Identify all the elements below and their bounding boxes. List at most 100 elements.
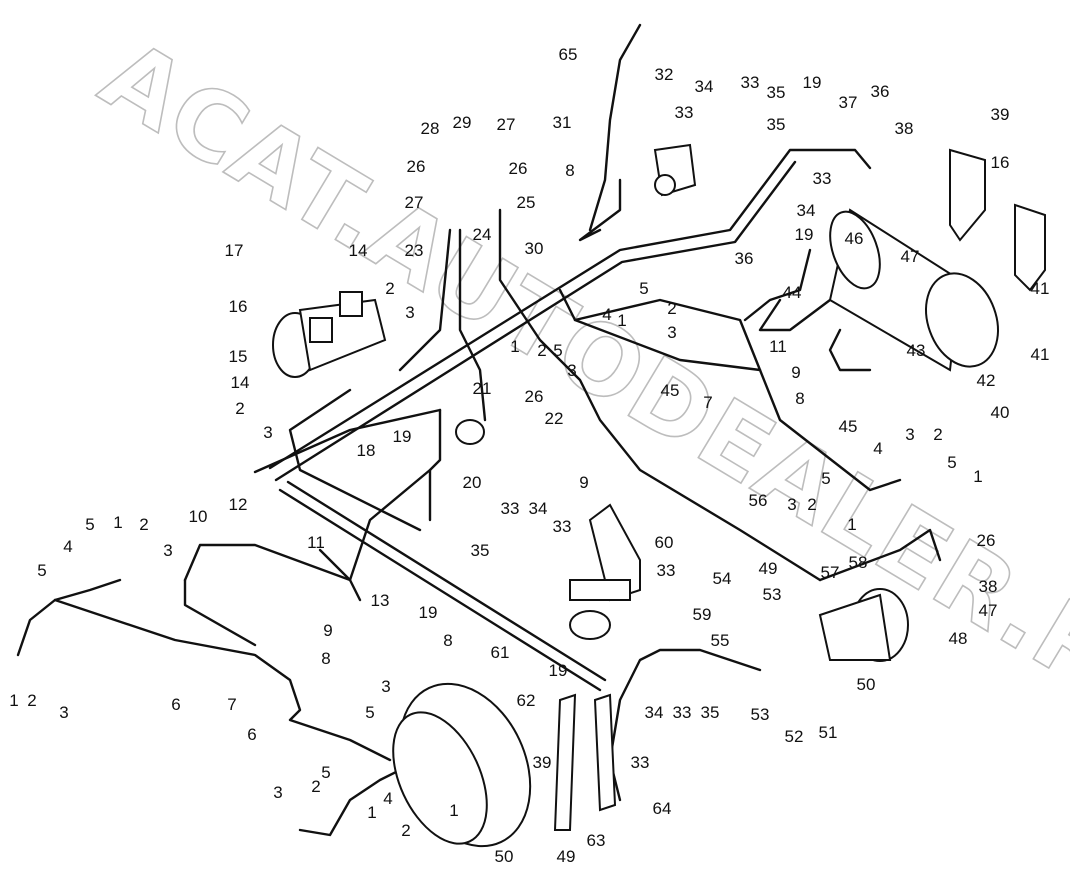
part-callout-4: 4 <box>873 439 882 458</box>
part-callout-14: 14 <box>349 241 368 260</box>
brake-chamber <box>818 588 909 662</box>
part-callout-12: 12 <box>229 495 248 514</box>
part-callout-3: 3 <box>405 303 414 322</box>
part-callout-64: 64 <box>653 799 672 818</box>
part-callout-26: 26 <box>407 157 426 176</box>
part-callout-2: 2 <box>401 821 410 840</box>
part-callout-23: 23 <box>405 241 424 260</box>
part-callout-65: 65 <box>559 45 578 64</box>
part-callout-19: 19 <box>803 73 822 92</box>
part-callout-10: 10 <box>189 507 208 526</box>
part-callout-16: 16 <box>991 153 1010 172</box>
part-callout-9: 9 <box>323 621 332 640</box>
part-callout-1: 1 <box>449 801 458 820</box>
part-callout-8: 8 <box>565 161 574 180</box>
part-callout-46: 46 <box>845 229 864 248</box>
part-callout-6: 6 <box>171 695 180 714</box>
part-callout-2: 2 <box>807 495 816 514</box>
parking-lever <box>553 693 617 831</box>
part-callout-42: 42 <box>977 371 996 390</box>
part-callout-33: 33 <box>631 753 650 772</box>
part-callout-7: 7 <box>227 695 236 714</box>
part-callout-2: 2 <box>537 341 546 360</box>
part-callout-3: 3 <box>163 541 172 560</box>
part-callout-4: 4 <box>63 537 72 556</box>
part-callout-19: 19 <box>795 225 814 244</box>
part-callout-1: 1 <box>113 513 122 532</box>
part-callout-27: 27 <box>405 193 424 212</box>
part-callout-59: 59 <box>693 605 712 624</box>
part-callout-8: 8 <box>321 649 330 668</box>
part-callout-3: 3 <box>273 783 282 802</box>
part-callout-35: 35 <box>701 703 720 722</box>
part-callout-36: 36 <box>871 82 890 101</box>
part-callout-19: 19 <box>549 661 568 680</box>
part-callout-49: 49 <box>557 847 576 866</box>
part-callout-5: 5 <box>947 453 956 472</box>
part-callout-33: 33 <box>553 517 572 536</box>
part-callout-3: 3 <box>263 423 272 442</box>
part-callout-39: 39 <box>991 105 1010 124</box>
part-callout-50: 50 <box>857 675 876 694</box>
part-callout-31: 31 <box>553 113 572 132</box>
part-callout-21: 21 <box>473 379 492 398</box>
part-callout-33: 33 <box>657 561 676 580</box>
part-callout-8: 8 <box>443 631 452 650</box>
part-callout-3: 3 <box>567 361 576 380</box>
part-callout-5: 5 <box>553 341 562 360</box>
hand-brake-valve <box>569 503 641 640</box>
part-callout-3: 3 <box>905 425 914 444</box>
part-callout-28: 28 <box>421 119 440 138</box>
part-callout-62: 62 <box>517 691 536 710</box>
part-callout-45: 45 <box>661 381 680 400</box>
brake-lines <box>16 23 942 837</box>
part-callout-19: 19 <box>393 427 412 446</box>
part-callout-2: 2 <box>27 691 36 710</box>
part-callout-34: 34 <box>797 201 816 220</box>
part-callout-4: 4 <box>602 305 611 324</box>
part-callout-35: 35 <box>471 541 490 560</box>
part-callout-39: 39 <box>533 753 552 772</box>
part-callout-11: 11 <box>307 533 325 552</box>
part-callout-5: 5 <box>821 469 830 488</box>
part-callout-38: 38 <box>895 119 914 138</box>
part-callout-33: 33 <box>741 73 760 92</box>
part-callout-2: 2 <box>667 299 676 318</box>
part-callout-2: 2 <box>235 399 244 418</box>
part-callout-11: 11 <box>769 337 787 356</box>
part-callout-2: 2 <box>933 425 942 444</box>
part-callout-16: 16 <box>229 297 248 316</box>
part-callout-2: 2 <box>139 515 148 534</box>
part-callout-13: 13 <box>371 591 390 610</box>
part-callout-61: 61 <box>491 643 510 662</box>
part-callout-52: 52 <box>785 727 804 746</box>
part-callout-41: 41 <box>1031 279 1050 298</box>
part-callout-37: 37 <box>839 93 858 112</box>
part-callout-24: 24 <box>473 225 492 244</box>
part-callout-47: 47 <box>901 247 920 266</box>
part-callout-3: 3 <box>667 323 676 342</box>
part-callout-34: 34 <box>529 499 548 518</box>
part-callout-58: 58 <box>849 553 868 572</box>
part-callout-22: 22 <box>545 409 564 428</box>
part-callout-38: 38 <box>979 577 998 596</box>
part-callout-3: 3 <box>787 495 796 514</box>
part-callout-5: 5 <box>639 279 648 298</box>
part-callout-5: 5 <box>37 561 46 580</box>
part-callout-32: 32 <box>655 65 674 84</box>
part-callout-53: 53 <box>763 585 782 604</box>
part-callout-1: 1 <box>9 691 18 710</box>
part-callout-2: 2 <box>385 279 394 298</box>
part-callout-36: 36 <box>735 249 754 268</box>
part-callout-19: 19 <box>419 603 438 622</box>
part-callout-5: 5 <box>365 703 374 722</box>
part-callout-50: 50 <box>495 847 514 866</box>
filter-20 <box>455 419 485 445</box>
part-callout-15: 15 <box>229 347 248 366</box>
part-callout-3: 3 <box>59 703 68 722</box>
part-callout-33: 33 <box>501 499 520 518</box>
part-callout-1: 1 <box>367 803 376 822</box>
part-callout-7: 7 <box>703 393 712 412</box>
part-callout-5: 5 <box>85 515 94 534</box>
